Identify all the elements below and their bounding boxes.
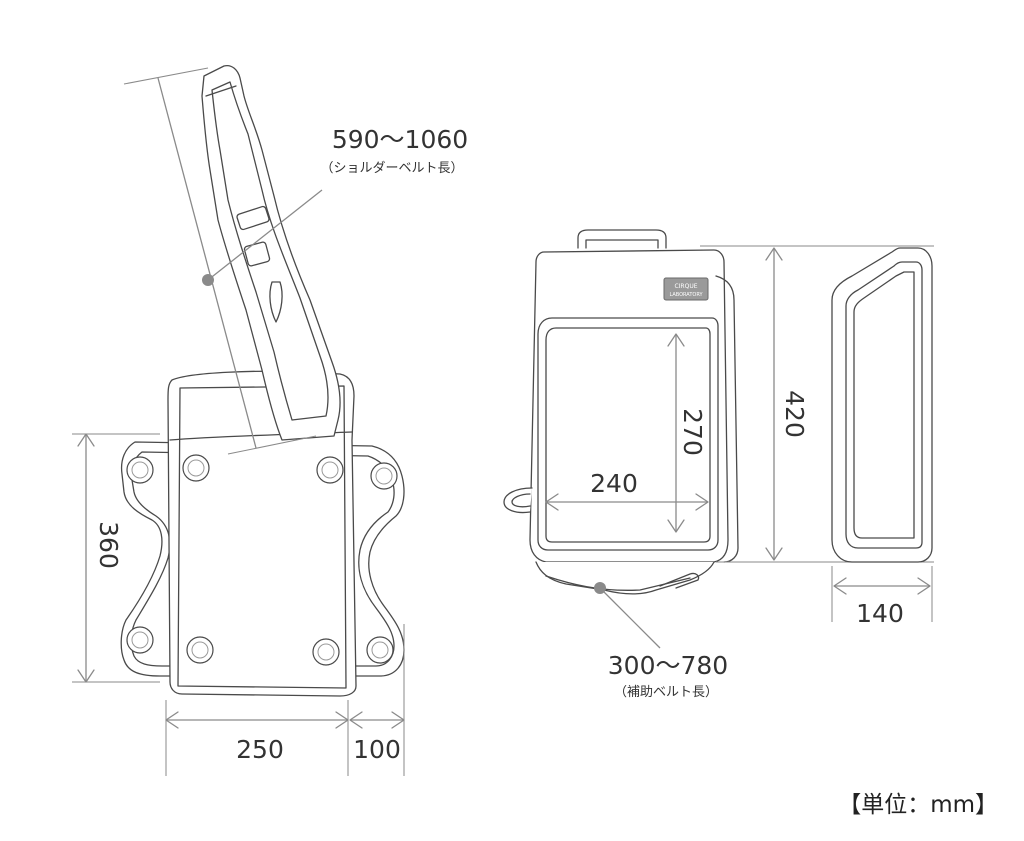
arrow-left-icon [545, 493, 559, 511]
rivet-inner [371, 641, 389, 659]
aux-belt-note: （補助ベルト長） [614, 685, 718, 700]
top-handle [577, 229, 667, 249]
front-pocket-inner [545, 327, 711, 543]
rivet [126, 456, 154, 484]
arrow-up-icon [77, 433, 95, 447]
rivet-inner [375, 467, 393, 485]
arrow-up-icon [765, 247, 783, 261]
rivet-inner [317, 643, 335, 661]
pocket-width-value: 240 [590, 469, 638, 498]
front-pocket [537, 317, 719, 551]
arrow-down-icon [667, 519, 685, 533]
dim-back-height: 360 [72, 433, 160, 683]
front-view: CIRQUE LABORATORY [503, 229, 739, 595]
aux-belt-buckle [659, 572, 700, 589]
total-height-value: 420 [780, 390, 809, 438]
rivet-inner [187, 459, 205, 477]
side-ring-inner [511, 493, 531, 508]
dim-back-depth: 100 [349, 624, 405, 776]
side-panel-inner [853, 271, 915, 539]
logo-line2: LABORATORY [669, 292, 703, 298]
logo-tag [663, 277, 709, 301]
side-body [831, 247, 933, 563]
strap-end [205, 85, 237, 97]
rivet [312, 638, 340, 666]
shoulder-strap [201, 64, 341, 441]
shoulder-strap-inner [211, 81, 329, 421]
dim-side-depth: 140 [831, 566, 933, 628]
arrow-left-icon [349, 711, 363, 729]
arrow-right-icon [917, 577, 931, 595]
front-body-side [715, 275, 739, 563]
dim-aux-belt: 300～780 （補助ベルト長） [594, 582, 728, 700]
rivet [182, 454, 210, 482]
side-ring [503, 487, 533, 514]
strap-buckle [236, 205, 270, 231]
side-view [831, 247, 933, 563]
aux-belt-inner [545, 575, 691, 591]
dim-pocket-height: 270 [667, 333, 707, 533]
back-depth-value: 100 [353, 735, 401, 764]
arrow-down-icon [765, 547, 783, 561]
leader-line [599, 587, 661, 649]
leader-line [207, 189, 323, 281]
rivet [370, 462, 398, 490]
arrow-left-icon [833, 577, 847, 595]
rivet-inner [131, 461, 149, 479]
arrow-left-icon [165, 711, 179, 729]
dim-line [157, 77, 257, 449]
shoulder-belt-value: 590～1060 [332, 125, 468, 154]
aux-belt-value: 300～780 [608, 651, 728, 680]
rivet [186, 636, 214, 664]
arrow-right-icon [391, 711, 405, 729]
rivet-group [126, 454, 398, 666]
back-width-value: 250 [236, 735, 284, 764]
strap-hook-icon [269, 281, 283, 323]
side-depth-value: 140 [856, 599, 904, 628]
logo-line1: CIRQUE [674, 283, 697, 290]
rivet [126, 626, 154, 654]
shoulder-belt-note: （ショルダーベルト長） [320, 161, 463, 176]
dim-total-height: 420 [700, 245, 934, 563]
arrow-right-icon [695, 493, 709, 511]
rivet-inner [321, 461, 339, 479]
unit-label: 【単位：mm】 [838, 792, 998, 818]
side-panel [845, 261, 923, 549]
rivet [316, 456, 344, 484]
dim-back-width: 250 [165, 700, 349, 776]
dim-pocket-width: 240 [545, 469, 709, 511]
rivet [366, 636, 394, 664]
top-handle-inner [585, 239, 659, 249]
arrow-up-icon [667, 333, 685, 347]
pocket-height-value: 270 [678, 408, 707, 456]
aux-belt [535, 561, 715, 595]
arrow-right-icon [335, 711, 349, 729]
rivet-inner [191, 641, 209, 659]
back-view [120, 64, 405, 697]
strap-slider [243, 241, 271, 267]
back-height-value: 360 [94, 521, 123, 569]
arrow-down-icon [77, 669, 95, 683]
rivet-inner [131, 631, 149, 649]
dim-shoulder-belt: 590～1060 （ショルダーベルト長） [123, 67, 468, 455]
